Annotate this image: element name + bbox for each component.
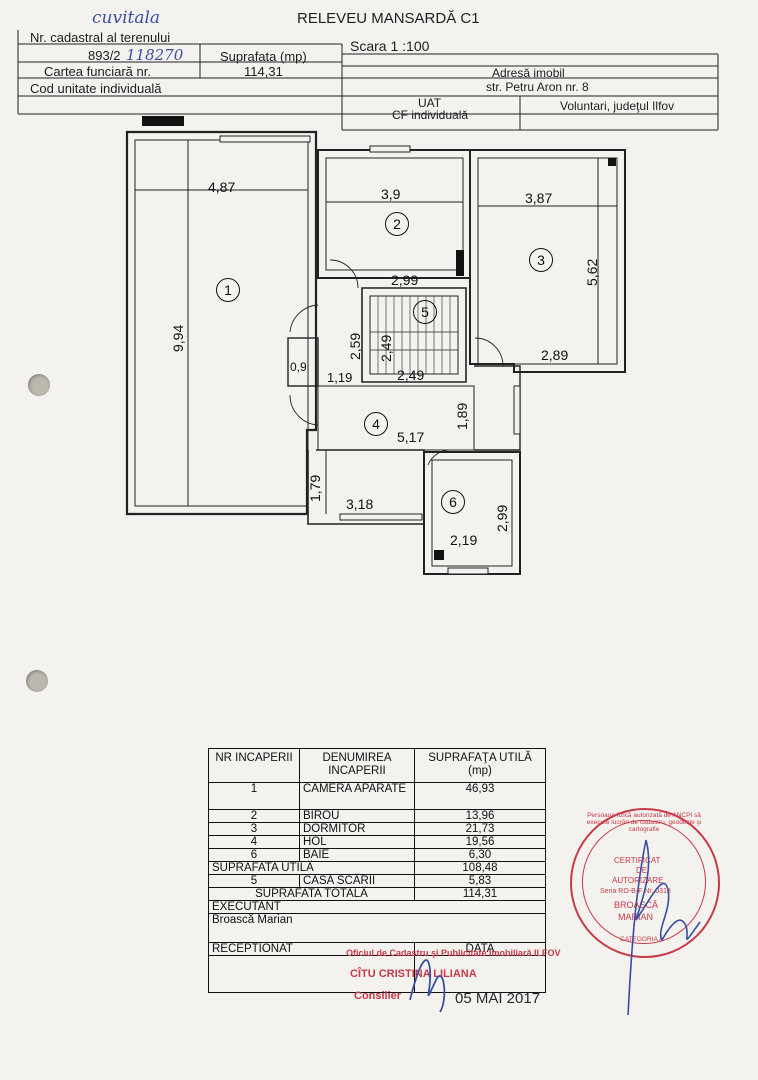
legend-row-area: 5,83 xyxy=(414,874,546,888)
dim-r6-width: 2,19 xyxy=(450,532,478,548)
dim-r2-width: 3,9 xyxy=(381,186,401,202)
legend-row-area: 21,73 xyxy=(414,822,546,836)
dim-stair-c: 2,49 xyxy=(397,367,425,383)
legend-row-name: CASA SCĂRII xyxy=(299,874,415,888)
table-row: 4 HOL 19,56 xyxy=(208,835,546,849)
dim-r4-width: 5,17 xyxy=(397,429,425,445)
dim-stair-b: 2,49 xyxy=(378,334,394,362)
document-title: RELEVEU MANSARDĂ C1 xyxy=(297,10,480,27)
legend-row-name: CAMERA APARATE xyxy=(299,782,415,810)
handwritten-note: cuvitala xyxy=(92,8,161,28)
table-row: 2 BIROU 13,96 xyxy=(208,809,546,823)
round-certificate-stamp xyxy=(570,808,720,958)
legend-header-name: DENUMIREA INCAPERII xyxy=(299,748,415,783)
cf-label: Cartea funciară nr. xyxy=(44,64,151,79)
executant-name: Broască Marian xyxy=(208,913,546,943)
dim-r6-height: 2,99 xyxy=(494,504,510,532)
total-area-label: SUPRAFATA TOTALĂ xyxy=(208,887,415,901)
table-row: 1 CAMERA APARATE 46,93 xyxy=(208,782,546,810)
header-grid xyxy=(17,30,719,131)
legend-header-row: NR INCAPERII DENUMIREA INCAPERII SUPRAFA… xyxy=(208,748,546,783)
cf-individual: CF individuală xyxy=(392,108,469,122)
dim-stair-a: 2,59 xyxy=(347,332,363,360)
executant-name-row: Broască Marian xyxy=(208,913,546,943)
address-label: Adresă imobil xyxy=(492,66,565,80)
total-area-value: 114,31 xyxy=(414,887,546,901)
useful-area-label: SUPRAFATA UTILĂ xyxy=(208,861,415,875)
dim-r3-bottom: 2,89 xyxy=(541,347,569,363)
legend-row-nr: 4 xyxy=(208,835,300,849)
office-stamp-person: CÎTU CRISTINA LILIANA xyxy=(350,968,477,980)
office-stamp-line: Oficiul de Cadastru şi Publicitate Imobi… xyxy=(346,948,561,958)
round-stamp-ring: Persoana fizică autorizată de ANCPI să e… xyxy=(586,812,702,833)
legend-row-area: 19,56 xyxy=(414,835,546,849)
executant-row: EXECUTANT xyxy=(208,900,546,914)
legend-header-nr: NR INCAPERII xyxy=(208,748,300,783)
date-cell xyxy=(414,955,546,993)
table-row: 5 CASA SCĂRII 5,83 xyxy=(208,874,546,888)
dim-balcony-w: 3,18 xyxy=(346,496,374,512)
room-number-5: 5 xyxy=(413,300,437,324)
dim-r1-width: 4,87 xyxy=(208,179,236,195)
dim-stair-top: 2,99 xyxy=(391,272,419,288)
legend-row-name: DORMITOR xyxy=(299,822,415,836)
room-number-6: 6 xyxy=(441,490,465,514)
legend-row-name: BIROU xyxy=(299,809,415,823)
executant-label: EXECUTANT xyxy=(208,900,546,914)
legend-row-area: 6,30 xyxy=(414,848,546,862)
round-stamp-serial: Seria RO-B-F Nr. 0318 xyxy=(600,888,671,895)
room-number-4: 4 xyxy=(364,412,388,436)
address-value: str. Petru Aron nr. 8 xyxy=(486,80,589,94)
room-number-2: 2 xyxy=(385,212,409,236)
legend-row-nr: 1 xyxy=(208,782,300,810)
room-number-1: 1 xyxy=(216,278,240,302)
legend-row-nr: 2 xyxy=(208,809,300,823)
dim-niche-h: 1,19 xyxy=(327,370,353,385)
uat-value: Voluntari, judeţul Ilfov xyxy=(560,99,675,113)
area-value: 114,31 xyxy=(244,64,283,79)
signature-certificate xyxy=(627,839,701,1016)
receptionat-signature-cell xyxy=(208,955,415,993)
scale-label: Scara 1 :100 xyxy=(350,38,430,54)
punch-hole-bottom xyxy=(26,670,48,692)
table-row: 6 BAIE 6,30 xyxy=(208,848,546,862)
cadastral-label: Nr. cadastral al terenului xyxy=(30,30,171,45)
dim-r3-width: 3,87 xyxy=(525,190,553,206)
round-stamp-category: CATEGORIA A xyxy=(620,936,664,943)
floor-plan xyxy=(125,116,626,575)
room-legend-table: NR INCAPERII DENUMIREA INCAPERII SUPRAFA… xyxy=(208,748,546,993)
unit-label: Cod unitate individuală xyxy=(30,81,162,96)
legend-row-area: 13,96 xyxy=(414,809,546,823)
legend-row-nr: 3 xyxy=(208,822,300,836)
signature-receptionat xyxy=(409,959,446,1013)
dim-r3-length: 5,62 xyxy=(584,258,600,286)
cadastral-value: 893/2 xyxy=(88,48,121,63)
useful-area-row: SUPRAFATA UTILĂ 108,48 xyxy=(208,861,546,875)
legend-row-nr: 6 xyxy=(208,848,300,862)
round-stamp-line2: DE xyxy=(636,866,648,875)
office-stamp-role: Consilier xyxy=(354,990,402,1002)
date-value: 05 MAI 2017 xyxy=(455,990,541,1007)
round-stamp-line1: CERTIFICAT xyxy=(614,856,661,865)
room-number-3: 3 xyxy=(529,248,553,272)
signature-row xyxy=(208,955,546,993)
punch-hole-top xyxy=(28,374,50,396)
dim-niche-w: 0,9 xyxy=(290,360,307,374)
legend-header-area: SUPRAFAŢA UTILĂ (mp) xyxy=(414,748,546,783)
uat-label: UAT xyxy=(418,96,442,110)
dim-r1-length: 9,94 xyxy=(170,324,186,352)
total-area-row: SUPRAFATA TOTALĂ 114,31 xyxy=(208,887,546,901)
cadastral-handwritten: 118270 xyxy=(126,46,184,64)
round-stamp-line3: AUTORIZARE xyxy=(612,876,664,885)
dim-balcony-h: 1,79 xyxy=(307,474,323,502)
legend-row-area: 46,93 xyxy=(414,782,546,810)
useful-area-value: 108,48 xyxy=(414,861,546,875)
legend-row-nr: 5 xyxy=(208,874,300,888)
table-row: 3 DORMITOR 21,73 xyxy=(208,822,546,836)
legend-row-name: BAIE xyxy=(299,848,415,862)
dim-r4-h: 1,89 xyxy=(454,402,470,430)
legend-row-name: HOL xyxy=(299,835,415,849)
area-label: Suprafata (mp) xyxy=(220,49,307,64)
